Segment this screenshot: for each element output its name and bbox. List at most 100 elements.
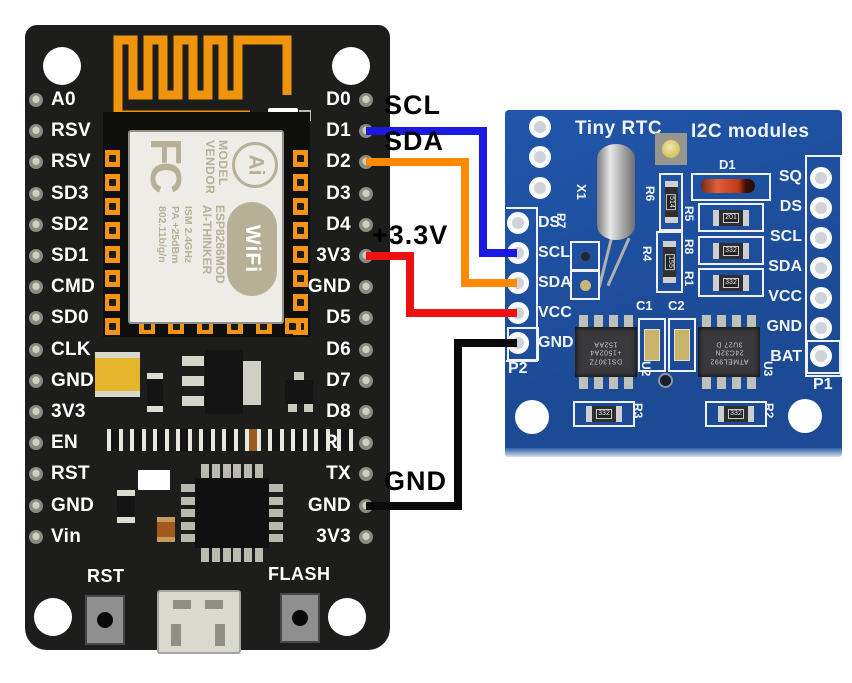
pin-hole bbox=[29, 436, 43, 451]
d1-ref-label: D1 bbox=[719, 157, 736, 172]
pin-hole bbox=[29, 249, 43, 264]
component-outline bbox=[570, 270, 600, 300]
pin-row: D1 bbox=[285, 120, 373, 142]
rtc-pin-vcc bbox=[810, 287, 832, 309]
pin-row: SD3 bbox=[29, 183, 121, 205]
pin-label: 3V3 bbox=[316, 245, 351, 267]
pin-label: D4 bbox=[326, 213, 351, 235]
pin-label: SD2 bbox=[51, 213, 89, 235]
pin-label: RSV bbox=[51, 120, 91, 142]
pin-hole bbox=[359, 217, 373, 232]
rtc-pin-gnd bbox=[810, 317, 832, 339]
pin-label: SCL bbox=[770, 228, 802, 245]
pin-row: GND bbox=[285, 276, 373, 298]
pin-label: D2 bbox=[326, 151, 351, 173]
resistor-r5: 201 bbox=[698, 203, 764, 232]
smd-component bbox=[138, 470, 170, 490]
crystal-ref-label: X1 bbox=[574, 184, 589, 200]
pin-row: 3V3 bbox=[285, 526, 373, 548]
scl-wire-label: SCL bbox=[384, 90, 441, 120]
pin-hole bbox=[359, 498, 373, 513]
pin-row: D4 bbox=[285, 214, 373, 236]
pin-hole bbox=[29, 280, 43, 295]
rtc-pin-sq bbox=[810, 167, 832, 189]
pin-label: 3V3 bbox=[316, 525, 351, 547]
pin-label: D6 bbox=[326, 338, 351, 360]
wifi-logo: WiFi bbox=[227, 202, 277, 296]
ai-thinker-logo: Ai bbox=[232, 142, 278, 188]
pin-hole bbox=[359, 249, 373, 264]
rtc-led bbox=[655, 133, 687, 165]
p1-header-outline bbox=[805, 155, 842, 377]
pin-hole bbox=[359, 405, 373, 420]
diode-d1 bbox=[691, 173, 771, 201]
pin-hole bbox=[29, 311, 43, 326]
shield-module-name-text: ESP8266MOD AI-THINKER bbox=[200, 205, 227, 284]
sda-wire-label: SDA bbox=[384, 126, 445, 156]
r3-ref-label: R3 bbox=[631, 403, 645, 419]
rtc-pin-bat bbox=[810, 345, 832, 367]
p1-connector-label: P1 bbox=[813, 376, 833, 393]
pin-row: CMD bbox=[29, 276, 121, 298]
r4-ref-label: R4 bbox=[640, 246, 654, 262]
pin-row: 3V3 bbox=[29, 401, 121, 423]
pin-row: D6 bbox=[285, 339, 373, 361]
pin-hole bbox=[359, 342, 373, 357]
via-hole bbox=[658, 373, 673, 388]
pin-hole bbox=[359, 311, 373, 326]
pin-label: SQ bbox=[778, 168, 802, 185]
transistor-leg bbox=[304, 404, 313, 412]
pin-hole bbox=[29, 498, 43, 513]
resistor-r3: 332 bbox=[573, 401, 635, 427]
r6-ref-label: R6 bbox=[643, 186, 657, 202]
r5-ref-label: R5 bbox=[682, 206, 696, 222]
pin-row: GND bbox=[29, 370, 121, 392]
pin-label: RST bbox=[51, 463, 90, 485]
power-wire-label: +3.3V bbox=[372, 220, 449, 250]
pin-label: VCC bbox=[768, 288, 802, 305]
pin-label: DS bbox=[779, 198, 802, 215]
mounting-hole bbox=[43, 47, 81, 85]
pin-hole bbox=[359, 155, 373, 170]
pin-row: EN bbox=[29, 432, 121, 454]
pin-hole bbox=[529, 146, 551, 168]
flash-button bbox=[280, 593, 320, 643]
pin-label: D7 bbox=[326, 369, 351, 391]
regulator-leg bbox=[182, 396, 204, 406]
pin-row: RST bbox=[29, 463, 121, 485]
rtc-pin-gnd bbox=[507, 332, 529, 354]
pin-label: GND bbox=[51, 494, 95, 516]
pin-row: D3 bbox=[285, 183, 373, 205]
pin-hole bbox=[29, 529, 43, 544]
pin-row: GND bbox=[285, 495, 373, 517]
p2-header-outline bbox=[506, 207, 538, 362]
pin-row: SD2 bbox=[29, 214, 121, 236]
pin-hole bbox=[29, 186, 43, 201]
pin-hole bbox=[359, 186, 373, 201]
pin-label: SDA bbox=[538, 274, 572, 291]
rtc-pin-scl bbox=[507, 242, 529, 264]
pin-hole bbox=[359, 280, 373, 295]
micro-usb-port bbox=[157, 590, 241, 654]
pin-label: GND bbox=[766, 318, 802, 335]
rtc-subtitle: I2C modules bbox=[691, 121, 810, 142]
r1-ref-label: R1 bbox=[682, 271, 696, 287]
pin-label: SD1 bbox=[51, 245, 89, 267]
regulator-leg bbox=[182, 356, 204, 366]
pin-label: TX bbox=[326, 463, 351, 485]
shield-radio-specs-text: ISM 2.4GHz PA +25dBm 802.11b/g/n bbox=[156, 206, 194, 264]
resistor-r6: 514 bbox=[659, 173, 683, 231]
chip-legs bbox=[702, 377, 756, 389]
pin-label: GND bbox=[51, 369, 95, 391]
rst-button bbox=[85, 595, 125, 645]
pin-hole bbox=[359, 93, 373, 107]
pin-row: D2 bbox=[285, 151, 373, 173]
rtc-pin-ds bbox=[507, 212, 529, 234]
mounting-hole bbox=[788, 399, 822, 433]
mounting-hole bbox=[34, 598, 72, 636]
pin-row: RSV bbox=[29, 151, 121, 173]
usb-uart-chip-legs bbox=[181, 484, 195, 542]
pin-hole bbox=[29, 467, 43, 482]
chip-legs bbox=[702, 315, 756, 327]
pin-hole bbox=[359, 467, 373, 482]
